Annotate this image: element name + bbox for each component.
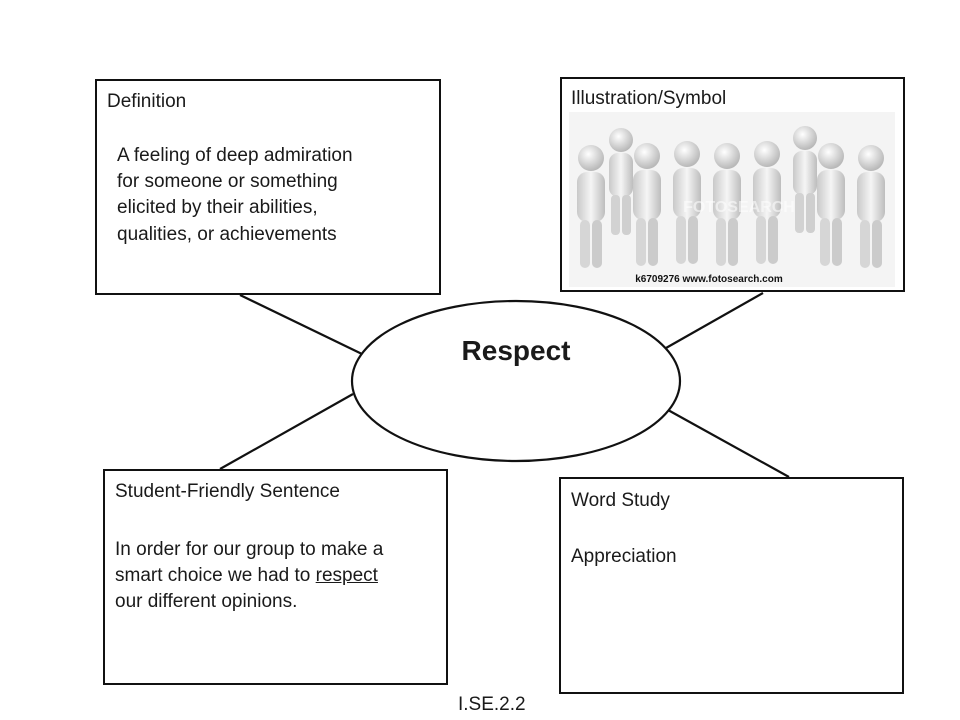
underlined-word: respect [315, 565, 378, 587]
student-sentence-text: In order for our group to make a smart c… [115, 537, 445, 616]
word-study-box: Word Study Appreciation [559, 477, 904, 694]
group-of-people-icon: FOTOSEARCH k6709276 www.fotosearch.com [569, 112, 895, 287]
definition-text: A feeling of deep admiration for someone… [117, 143, 437, 248]
footer-code: I.SE.2.2 [458, 694, 526, 715]
word-study-word: Appreciation [571, 546, 677, 567]
sentence-line: our different opinions. [115, 591, 298, 613]
connector-illustration [665, 292, 764, 349]
word-study-title: Word Study [571, 490, 670, 511]
connector-sentence [219, 393, 354, 470]
illustration-title: Illustration/Symbol [571, 88, 727, 109]
group-of-people-image: FOTOSEARCH k6709276 www.fotosearch.com [569, 112, 895, 287]
image-caption: k6709276 www.fotosearch.com [635, 274, 783, 285]
definition-line: qualities, or achievements [117, 223, 337, 245]
connector-word-study [667, 409, 790, 478]
illustration-box: Illustration/Symbol [560, 77, 905, 292]
connector-definition [239, 294, 363, 355]
definition-title: Definition [107, 91, 187, 112]
sentence-text: smart choice we had to [115, 565, 316, 587]
sentence-line: In order for our group to make a [115, 539, 384, 560]
student-sentence-title: Student-Friendly Sentence [115, 481, 340, 502]
image-watermark: FOTOSEARCH [683, 199, 795, 216]
center-oval [350, 299, 682, 463]
definition-box: Definition A feeling of deep admiration … [95, 79, 441, 295]
definition-line: for someone or something [117, 171, 338, 193]
student-sentence-box: Student-Friendly Sentence In order for o… [103, 469, 448, 685]
sentence-line: smart choice we had to respect [115, 563, 445, 589]
center-concept-text: Respect [461, 335, 571, 366]
definition-line: A feeling of deep admiration [117, 145, 353, 166]
definition-line: elicited by their abilities, [117, 197, 318, 219]
center-concept-label: Respect [352, 303, 680, 399]
